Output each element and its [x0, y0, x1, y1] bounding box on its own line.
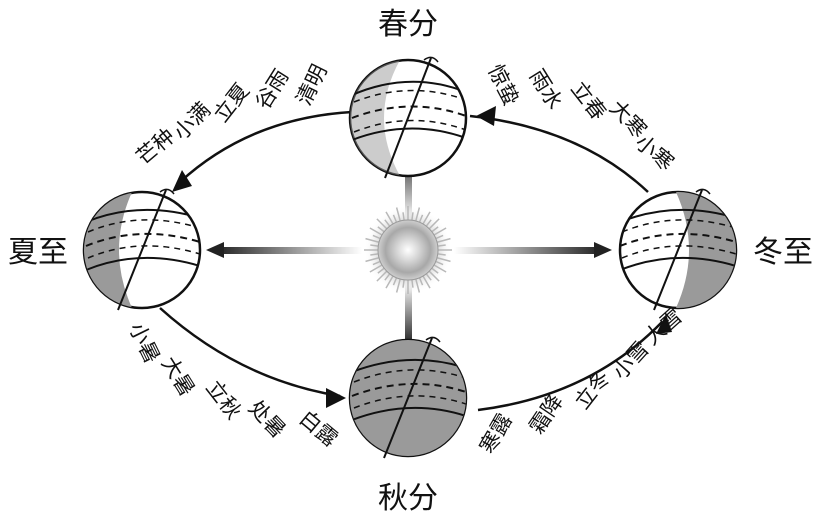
- term-xiaoman: 小满: [169, 98, 215, 145]
- term-lidong: 立冬: [570, 366, 615, 414]
- arrowhead-top-right: [476, 106, 496, 126]
- term-shuangjiang: 霜降: [525, 390, 568, 438]
- sun-spike: [436, 257, 451, 263]
- ray-left: [216, 247, 362, 254]
- arc-bottom-left: [159, 307, 341, 398]
- sun-spike: [425, 219, 432, 227]
- term-lixia: 立夏: [209, 79, 254, 127]
- sun-spike: [395, 207, 401, 222]
- sun-spike: [437, 244, 446, 247]
- term-jingzhe: 惊蛰: [483, 61, 523, 109]
- sun-spike: [422, 275, 431, 289]
- arrowhead-bottom-left: [326, 388, 346, 408]
- sun-spike: [377, 267, 385, 274]
- arrowhead-bottom-right: [656, 314, 672, 334]
- sun-spike: [395, 278, 401, 293]
- ray-right: [454, 247, 602, 254]
- term-hanlu: 寒露: [475, 409, 517, 457]
- term-daxue: 大雪: [640, 304, 687, 350]
- sun-spike: [372, 234, 381, 240]
- sun-spike: [365, 237, 380, 243]
- sun-spike: [435, 234, 444, 240]
- sun-spike: [425, 273, 432, 281]
- sun-spike: [431, 226, 439, 233]
- terms-bottom-left: 小暑 大暑 立秋 处暑 白露: [124, 319, 342, 452]
- sun-spike: [384, 273, 391, 281]
- sun-spike: [377, 226, 385, 233]
- sun-icon: [364, 206, 452, 294]
- term-yushui: 雨水: [525, 65, 568, 113]
- sun-spike: [392, 214, 398, 223]
- arrowhead-top-left: [172, 170, 192, 192]
- earth-globe-summer-solstice: [82, 188, 202, 311]
- sun-spike: [369, 264, 383, 273]
- term-xiaoxue: 小雪: [608, 337, 654, 384]
- sun-spike: [376, 218, 388, 230]
- earth-globe-spring-equinox: [348, 56, 468, 179]
- label-spring-equinox: 春分: [378, 7, 438, 42]
- sun-spike: [437, 253, 446, 256]
- sun-spike: [384, 219, 391, 227]
- sun-spike: [385, 211, 394, 225]
- sun-spike: [411, 279, 414, 288]
- term-liqiu: 立秋: [201, 376, 246, 424]
- arc-bottom-right: [477, 321, 663, 412]
- sun-spike: [435, 260, 444, 266]
- orbit-arcs: [159, 110, 663, 412]
- terms-top-right: 惊蛰 雨水 立春 大寒 小寒: [483, 61, 678, 176]
- sun-spike: [370, 253, 379, 256]
- term-bailu: 白露: [295, 406, 343, 451]
- sun-spike: [376, 270, 388, 282]
- sun-spike: [418, 277, 424, 286]
- sun-spike: [372, 260, 381, 266]
- term-guyu: 谷雨: [251, 65, 294, 113]
- earth-globe-winter-solstice: [618, 188, 738, 311]
- ray-up: [405, 150, 412, 220]
- sun-spike: [436, 237, 451, 243]
- term-dashu: 大暑: [157, 352, 200, 400]
- sun-spike: [428, 270, 440, 282]
- sun-spike: [392, 277, 398, 286]
- sun-spike: [385, 275, 394, 289]
- arc-top-left: [179, 110, 353, 183]
- term-xiaoshu: 小暑: [124, 319, 164, 367]
- ray-down: [405, 282, 412, 344]
- sun-spike: [418, 214, 424, 223]
- terms-top-left: 清明 谷雨 立夏 小满 芒种: [132, 61, 332, 170]
- sun-spike: [411, 212, 414, 221]
- label-summer-solstice: 夏至: [8, 235, 68, 270]
- arc-top-right: [469, 114, 649, 193]
- term-lichun: 立春: [566, 77, 611, 125]
- term-qingming: 清明: [292, 61, 332, 109]
- sun-spike: [433, 227, 447, 236]
- term-chushu: 处暑: [244, 396, 290, 443]
- sun-spike: [422, 211, 431, 225]
- sun-spike: [369, 227, 383, 236]
- sun-spike: [415, 278, 421, 293]
- label-winter-solstice: 冬至: [753, 235, 813, 270]
- sun-spike: [402, 279, 405, 288]
- sun-spike: [370, 244, 379, 247]
- sun-spike: [365, 257, 380, 263]
- arc-arrowheads: [172, 106, 672, 408]
- label-autumn-equinox: 秋分: [378, 481, 438, 516]
- earth-globe-autumn-equinox: [348, 336, 468, 459]
- sun-spike: [433, 264, 447, 273]
- sun-spike: [431, 267, 439, 274]
- sun-spike: [428, 218, 440, 230]
- sun-spike: [415, 207, 421, 222]
- sun-spike: [402, 212, 405, 221]
